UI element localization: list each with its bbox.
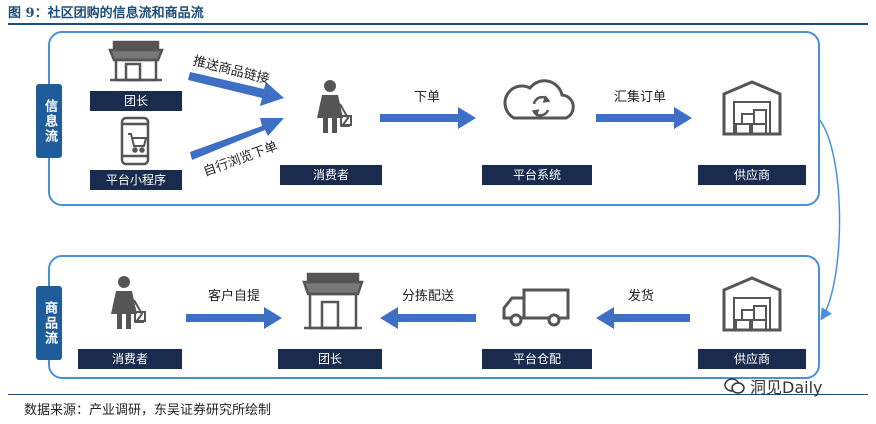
cloud-sync-icon [503,79,575,120]
supplier-label: 供应商 [698,349,806,369]
ship-label: 发货 [628,289,655,304]
watermark-text: 洞见Daily [750,378,823,397]
consumer-icon [317,80,352,133]
browse-order-arrow [190,118,284,160]
platform-system-label: 平台系统 [482,165,592,185]
pickup-arrow [186,307,282,329]
leader-label: 团长 [90,91,182,111]
source-note: 数据来源：产业调研，东吴证券研究所绘制 [24,403,272,418]
aggregate-order-label: 汇集订单 [614,90,667,105]
mobile-phone-icon [120,116,150,166]
info-flow-side-label: 信息流 [36,84,62,158]
sort-deliver-arrow [380,307,476,329]
warehouse-icon [722,276,782,332]
goods-flow-side-label: 商品流 [36,286,62,360]
warehouse-icon [722,80,782,136]
pickup-label: 客户自提 [208,289,261,304]
store-icon [108,40,164,82]
leader-label: 团长 [278,349,382,369]
delivery-truck-icon [502,288,570,327]
order-label: 下单 [414,90,441,105]
consumer-icon [111,276,146,329]
order-arrow [380,107,476,129]
watermark: 洞见Daily [724,374,823,398]
warehouse-label: 平台仓配 [482,349,592,369]
push-link-arrow [188,72,284,106]
supplier-label: 供应商 [698,165,806,185]
consumer-label: 消费者 [78,349,182,369]
aggregate-order-arrow [596,107,692,129]
mini-program-label: 平台小程序 [90,170,182,190]
title-divider [8,23,868,25]
footer-divider [8,394,868,395]
ship-arrow [596,307,690,329]
consumer-label: 消费者 [280,165,382,185]
wechat-icon [724,378,745,394]
sort-deliver-label: 分拣配送 [402,289,455,304]
store-icon [302,272,364,330]
flow-connector-line [817,117,841,321]
figure-title: 图 9：社区团购的信息流和商品流 [8,6,204,21]
